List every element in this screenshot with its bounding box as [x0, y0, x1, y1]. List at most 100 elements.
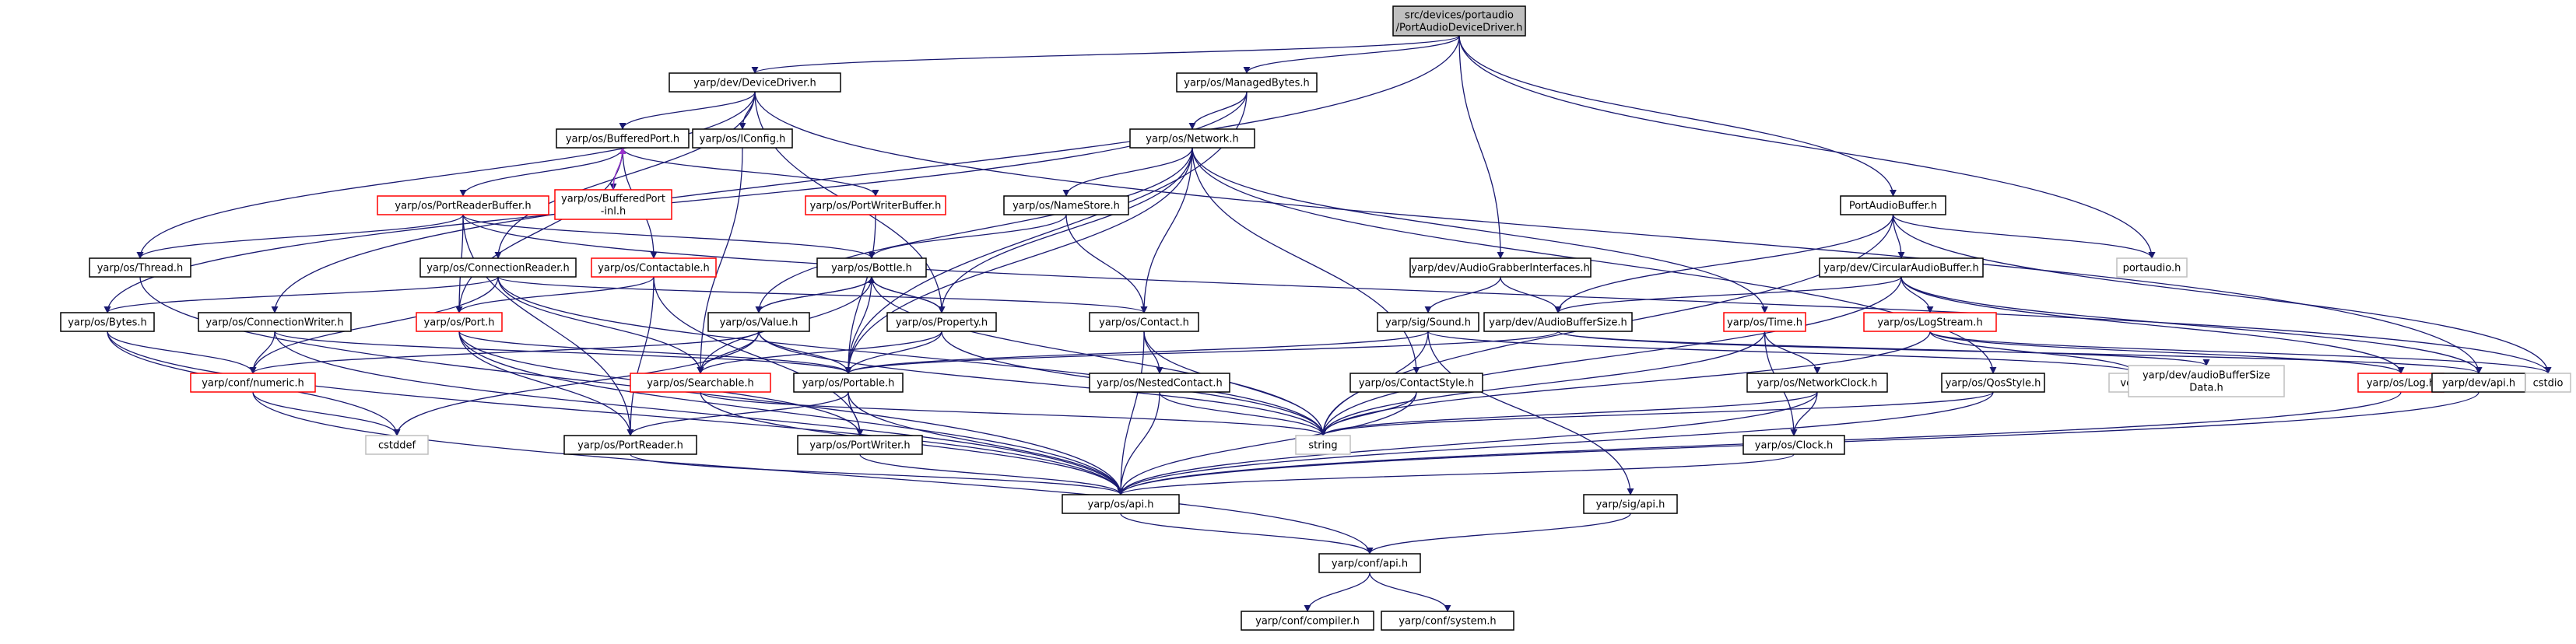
node-contact[interactable]: yarp/os/Contact.h — [1089, 312, 1199, 332]
edge-networkclock-to-string — [1319, 391, 1818, 436]
edge-contact-to-string — [1143, 331, 1327, 436]
node-label: yarp/os/Property.h — [896, 317, 988, 329]
node-qosstyle[interactable]: yarp/os/QosStyle.h — [1941, 373, 2045, 393]
node-box — [198, 312, 352, 332]
node-log[interactable]: yarp/os/Log.h — [2357, 373, 2444, 393]
node-label: yarp/os/Contactable.h — [598, 263, 710, 275]
edge-logstream-to-log — [1929, 331, 2405, 374]
node-devapi[interactable]: yarp/dev/api.h — [2431, 373, 2526, 393]
edge-circularaudiobuffer-to-string — [1319, 276, 1902, 436]
node-connectionwriter[interactable]: yarp/os/ConnectionWriter.h — [198, 312, 352, 332]
node-box — [1409, 257, 1592, 278]
node-numeric[interactable]: yarp/conf/numeric.h — [190, 373, 316, 393]
node-label: Data.h — [2189, 383, 2223, 394]
edge-portwriter-to-osapi — [859, 453, 1125, 495]
node-connectionreader[interactable]: yarp/os/ConnectionReader.h — [419, 257, 577, 278]
edge-portaudiobuffer-to-audiobuffersize — [1554, 214, 1894, 313]
edge-circularaudiobuffer-to-devapi — [1900, 276, 2483, 374]
node-osapi[interactable]: yarp/os/api.h — [1062, 494, 1180, 514]
node-portwriterbuffer[interactable]: yarp/os/PortWriterBuffer.h — [805, 195, 946, 215]
node-portable[interactable]: yarp/os/Portable.h — [793, 373, 904, 393]
node-confapi[interactable]: yarp/conf/api.h — [1318, 553, 1421, 573]
node-contactstyle[interactable]: yarp/os/ContactStyle.h — [1349, 373, 1483, 393]
node-box — [377, 195, 549, 215]
node-audiograbber[interactable]: yarp/dev/AudioGrabberInterfaces.h — [1409, 257, 1592, 278]
edge-numeric-to-confapi — [252, 391, 1374, 555]
edge-clock-to-osapi — [1117, 453, 1795, 495]
node-sigapi[interactable]: yarp/sig/api.h — [1583, 494, 1678, 514]
node-cstddef[interactable]: cstddef — [365, 435, 429, 455]
node-label: yarp/sig/Sound.h — [1385, 317, 1471, 329]
node-audiobuffersize[interactable]: yarp/dev/AudioBufferSize.h — [1483, 312, 1633, 332]
node-circularaudiobuffer[interactable]: yarp/dev/CircularAudioBuffer.h — [1819, 257, 1984, 278]
edge-root-to-devicedriver — [751, 35, 1460, 74]
node-namestore[interactable]: yarp/os/NameStore.h — [1003, 195, 1129, 215]
node-contactable[interactable]: yarp/os/Contactable.h — [591, 257, 717, 278]
node-bufferedport[interactable]: yarp/os/BufferedPort.h — [556, 128, 690, 149]
edge-bottle-to-string — [871, 276, 1327, 436]
edge-bufferedportinl-to-bufferedport — [612, 147, 626, 191]
node-nestedcontact[interactable]: yarp/os/NestedContact.h — [1089, 373, 1230, 393]
edge-time-to-networkclock — [1764, 331, 1821, 374]
node-box — [1089, 373, 1230, 393]
edge-managedbytes-to-network — [1188, 91, 1248, 130]
node-searchable[interactable]: yarp/os/Searchable.h — [630, 373, 771, 393]
edge-connectionreader-to-searchable — [497, 276, 704, 374]
edge-logstream-to-cstdio — [1929, 331, 2552, 374]
node-property[interactable]: yarp/os/Property.h — [886, 312, 997, 332]
node-logstream[interactable]: yarp/os/LogStream.h — [1863, 312, 1997, 332]
node-label: yarp/conf/api.h — [1332, 558, 1408, 570]
edge-contact-to-osapi — [1117, 331, 1145, 495]
edge-nestedcontact-to-string — [1159, 391, 1327, 436]
node-label: yarp/os/LogStream.h — [1877, 317, 1982, 329]
node-compiler[interactable]: yarp/conf/compiler.h — [1241, 611, 1374, 631]
edge-root-to-connectionwriter — [271, 35, 1460, 313]
edge-connectionwriter-to-portable — [274, 331, 852, 374]
node-bytes[interactable]: yarp/os/Bytes.h — [60, 312, 155, 332]
node-root[interactable]: src/devices/portaudio/PortAudioDeviceDri… — [1392, 5, 1526, 37]
edge-property-to-portable — [844, 331, 942, 374]
node-bufferedportinl[interactable]: yarp/os/BufferedPort-inl.h — [554, 189, 672, 220]
node-devicedriver[interactable]: yarp/dev/DeviceDriver.h — [669, 72, 841, 93]
edge-port-to-portable — [458, 331, 852, 374]
node-portreader[interactable]: yarp/os/PortReader.h — [563, 435, 697, 455]
node-networkclock[interactable]: yarp/os/NetworkClock.h — [1746, 373, 1888, 393]
node-portaudioh[interactable]: portaudio.h — [2116, 257, 2188, 278]
node-label: yarp/os/IConfig.h — [700, 134, 786, 145]
node-time[interactable]: yarp/os/Time.h — [1723, 312, 1806, 332]
node-cstdio[interactable]: cstdio — [2525, 373, 2571, 393]
edge-network-to-time — [1191, 147, 1768, 313]
node-string[interactable]: string — [1295, 435, 1351, 455]
node-portaudiobuffer[interactable]: PortAudioBuffer.h — [1840, 195, 1946, 215]
node-sound[interactable]: yarp/sig/Sound.h — [1377, 312, 1479, 332]
edge-value-to-cstddef — [393, 331, 760, 436]
node-managedbytes[interactable]: yarp/os/ManagedBytes.h — [1176, 72, 1318, 93]
node-network[interactable]: yarp/os/Network.h — [1129, 128, 1255, 149]
node-value[interactable]: yarp/os/Value.h — [707, 312, 810, 332]
node-portwriter[interactable]: yarp/os/PortWriter.h — [797, 435, 923, 455]
edge-connectionreader-to-numeric — [249, 276, 499, 374]
edge-devicedriver-to-thread — [136, 91, 756, 259]
node-label: yarp/os/api.h — [1088, 499, 1154, 511]
node-bottle[interactable]: yarp/os/Bottle.h — [816, 257, 927, 278]
edge-sound-to-sigapi — [1427, 331, 1634, 495]
node-portreaderbuffer[interactable]: yarp/os/PortReaderBuffer.h — [377, 195, 549, 215]
node-label: yarp/os/QosStyle.h — [1946, 378, 2041, 390]
edge-contactable-to-port — [455, 276, 655, 313]
node-iconfig[interactable]: yarp/os/IConfig.h — [692, 128, 793, 149]
node-label: yarp/dev/DeviceDriver.h — [693, 78, 816, 89]
node-port[interactable]: yarp/os/Port.h — [416, 312, 503, 332]
edge-confapi-to-compiler — [1304, 572, 1370, 612]
node-label: yarp/os/ConnectionWriter.h — [205, 317, 343, 329]
edge-logstream-to-string — [1319, 331, 1931, 436]
edge-connectionreader-to-contact — [497, 276, 1148, 313]
node-label: yarp/dev/audioBufferSize — [2143, 370, 2270, 382]
node-label: yarp/dev/CircularAudioBuffer.h — [1823, 263, 1979, 275]
node-system[interactable]: yarp/conf/system.h — [1381, 611, 1514, 631]
node-box — [1392, 5, 1526, 37]
node-box — [886, 312, 997, 332]
node-clock[interactable]: yarp/os/Clock.h — [1742, 435, 1845, 455]
node-thread[interactable]: yarp/os/Thread.h — [89, 257, 191, 278]
